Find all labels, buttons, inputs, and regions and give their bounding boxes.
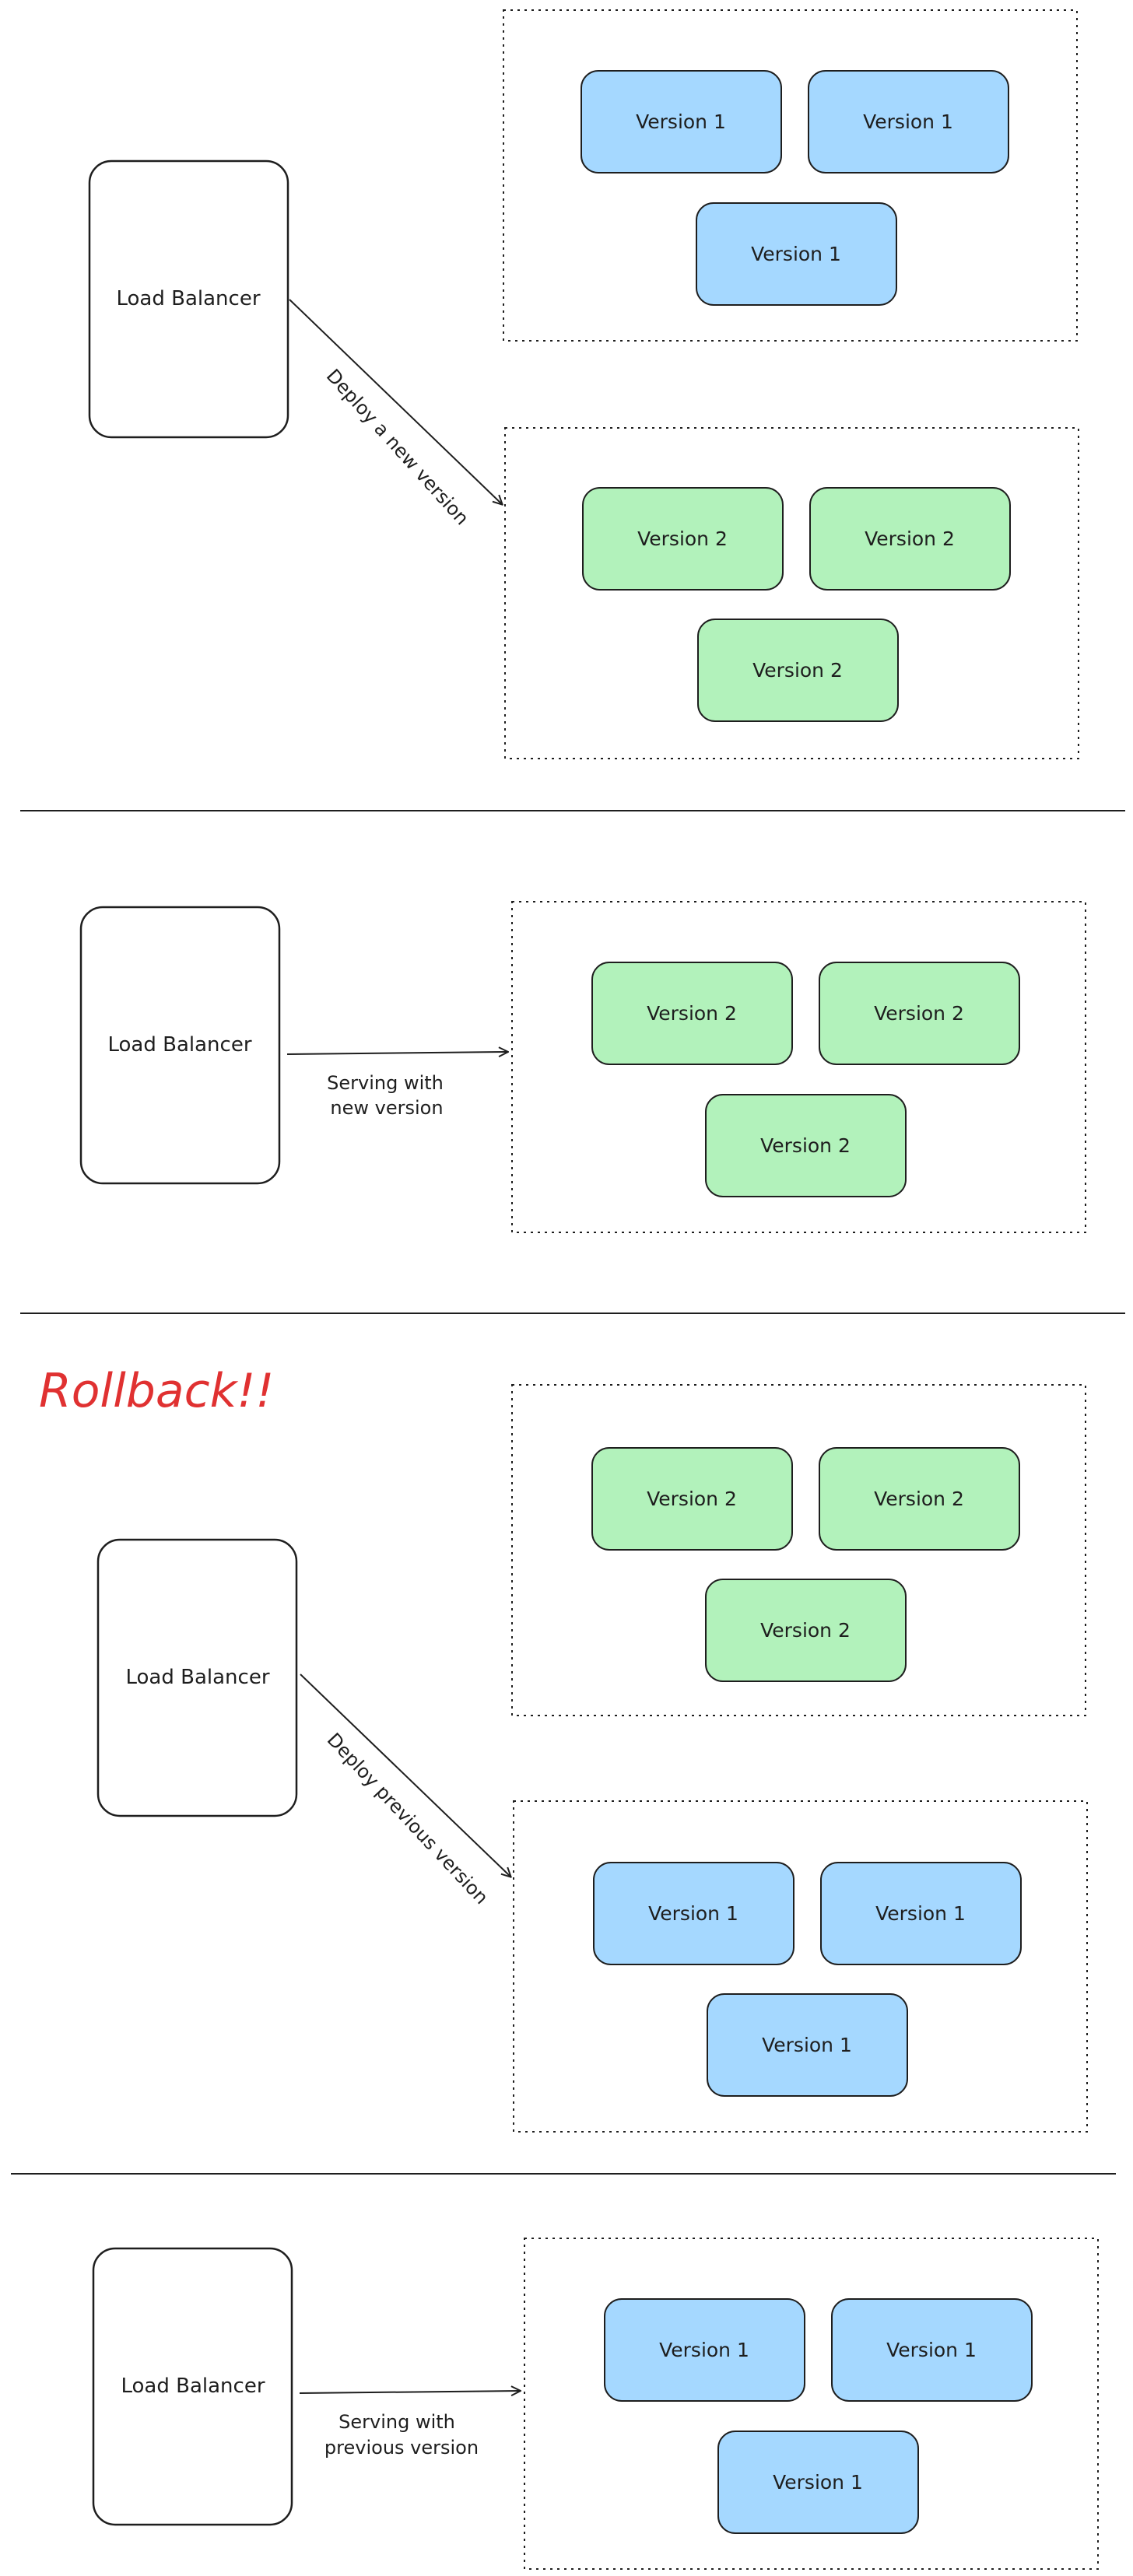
load-balancer-label: Load Balancer xyxy=(116,287,260,310)
version-node xyxy=(820,1862,1022,1965)
version-group: Version 2 Version 2 Version 2 xyxy=(511,901,1086,1233)
version-node-label: Version 2 xyxy=(760,1619,851,1642)
version-node xyxy=(707,1993,908,2097)
edge-label: previous version xyxy=(324,2437,479,2459)
load-balancer xyxy=(79,906,281,1185)
edge-label: Serving with xyxy=(338,2411,455,2433)
load-balancer-label: Load Balancer xyxy=(125,1666,269,1689)
section-serving-previous: Load Balancer Version 1 Version 1 Versio… xyxy=(92,2238,1099,2570)
version-node xyxy=(705,1579,907,1682)
edge-arrow xyxy=(299,2391,520,2393)
version-node-label: Version 2 xyxy=(760,1134,851,1157)
version-node-label: Version 2 xyxy=(647,1488,737,1510)
version-group: Version 1 Version 1 Version 1 xyxy=(524,2238,1099,2570)
rollback-title: Rollback!! xyxy=(39,1364,274,1418)
version-node xyxy=(582,487,784,591)
version-node xyxy=(819,962,1020,1065)
edge-label: Deploy previous version xyxy=(323,1729,493,1908)
version-group: Version 2 Version 2 Version 2 xyxy=(511,1384,1086,1716)
group-boundary xyxy=(524,2238,1099,2570)
section-deploy-new: Load Balancer Version 1 Version 1 Versio… xyxy=(88,9,1079,759)
group-boundary xyxy=(511,901,1086,1233)
load-balancer xyxy=(96,1538,298,1817)
edge-arrow xyxy=(300,1674,510,1877)
version-node xyxy=(705,1094,907,1197)
version-node-label: Version 1 xyxy=(773,2471,863,2494)
version-node-label: Version 1 xyxy=(751,243,841,265)
load-balancer xyxy=(92,2247,293,2526)
version-node xyxy=(697,619,899,722)
group-boundary xyxy=(511,1384,1086,1716)
version-node-label: Version 1 xyxy=(886,2339,977,2361)
version-node-label: Version 2 xyxy=(647,1002,737,1025)
version-node-label: Version 2 xyxy=(752,659,843,682)
section-serving-new: Load Balancer Version 2 Version 2 Versio… xyxy=(79,901,1086,1233)
group-boundary xyxy=(513,1800,1088,2133)
version-group: Version 1 Version 1 Version 1 xyxy=(513,1800,1088,2133)
version-node-label: Version 2 xyxy=(637,527,728,550)
edge-arrow xyxy=(289,299,502,504)
version-node xyxy=(581,70,782,173)
version-node xyxy=(809,487,1011,591)
group-boundary xyxy=(503,9,1078,342)
edge-label: new version xyxy=(330,1097,443,1119)
version-node-label: Version 2 xyxy=(865,527,955,550)
edge-arrow xyxy=(286,1052,507,1054)
edge-label: Serving with xyxy=(327,1072,444,1094)
version-group: Version 2 Version 2 Version 2 xyxy=(504,427,1079,759)
version-node-label: Version 1 xyxy=(875,1902,966,1925)
version-node-label: Version 1 xyxy=(659,2339,749,2361)
load-balancer-label: Load Balancer xyxy=(121,2374,265,2398)
version-node-label: Version 1 xyxy=(648,1902,738,1925)
version-node xyxy=(819,1447,1020,1551)
version-node xyxy=(593,1862,795,1965)
version-node-label: Version 2 xyxy=(874,1002,964,1025)
version-group: Version 1 Version 1 Version 1 xyxy=(503,9,1078,342)
section-deploy-previous: Load Balancer Version 2 Version 2 Versio… xyxy=(96,1384,1088,2133)
version-node-label: Version 1 xyxy=(762,2034,852,2056)
edge-label: Deploy a new version xyxy=(322,365,473,529)
version-node xyxy=(808,70,1009,173)
version-node xyxy=(831,2298,1033,2402)
version-node xyxy=(717,2431,919,2534)
group-boundary xyxy=(504,427,1079,759)
version-node-label: Version 1 xyxy=(636,110,726,133)
version-node-label: Version 2 xyxy=(874,1488,964,1510)
version-node xyxy=(696,202,897,306)
version-node-label: Version 1 xyxy=(863,110,953,133)
version-node xyxy=(591,1447,793,1551)
version-node xyxy=(604,2298,805,2402)
load-balancer xyxy=(88,159,289,439)
version-node xyxy=(591,962,793,1065)
load-balancer-label: Load Balancer xyxy=(107,1033,251,1057)
